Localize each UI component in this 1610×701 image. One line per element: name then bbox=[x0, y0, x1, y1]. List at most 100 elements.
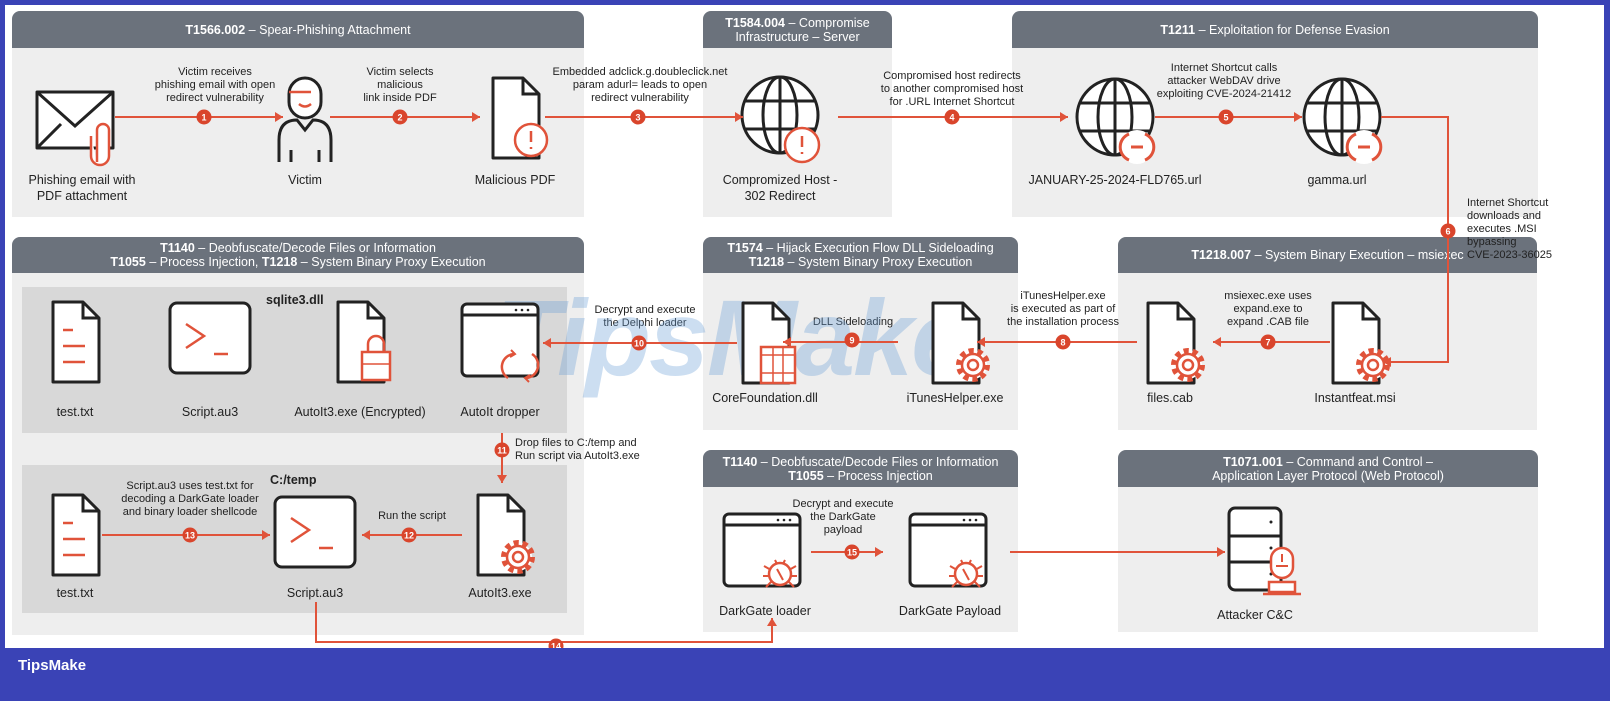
edge-label-line: DLL Sideloading bbox=[812, 316, 894, 328]
container-title: sqlite3.dll bbox=[266, 293, 324, 307]
arrowhead bbox=[275, 112, 283, 122]
arrowhead bbox=[262, 530, 270, 540]
panel-header-line: Infrastructure – Server bbox=[735, 30, 859, 44]
edge-label-line: expand .CAB file bbox=[1227, 316, 1309, 328]
node-label: JANUARY-25-2024-FLD765.url bbox=[1028, 172, 1201, 188]
panel-header-line: T1574 – Hijack Execution Flow DLL Sidelo… bbox=[727, 241, 993, 255]
panel-header-line: T1140 – Deobfuscate/Decode Files or Info… bbox=[723, 455, 999, 469]
edge-label-line: bypassing bbox=[1467, 236, 1517, 248]
window-refresh-icon bbox=[460, 302, 540, 383]
technique-name: – System Binary Execution – msiexec bbox=[1251, 248, 1464, 262]
flow-arrow bbox=[1010, 547, 1225, 557]
document-lock-icon bbox=[336, 300, 392, 384]
terminal-icon bbox=[168, 301, 252, 375]
node-label-line: Attacker C&C bbox=[1217, 608, 1293, 622]
watermark: TipsMake bbox=[495, 277, 971, 398]
edge-label-line: Internet Shortcut calls bbox=[1170, 62, 1278, 74]
node-label-line: Script.au3 bbox=[286, 586, 344, 600]
edge-label-line: executes .MSI bbox=[1467, 223, 1537, 235]
edge-label-line: to another compromised host bbox=[880, 83, 1024, 95]
edge-label-line: is executed as part of bbox=[1010, 303, 1116, 315]
edge-label-line: decoding a DarkGate loader bbox=[121, 493, 259, 505]
edge-label-line: payload bbox=[823, 524, 863, 536]
technique-name: – System Binary Proxy Execution bbox=[297, 255, 486, 269]
step-number: 15 bbox=[847, 548, 857, 558]
node-label-line: Compromized Host - bbox=[722, 173, 838, 187]
step-badge: 2 bbox=[392, 109, 408, 125]
edge-label-line: the DarkGate bbox=[810, 511, 876, 523]
node-label-line: AutoIt3.exe (Encrypted) bbox=[294, 405, 426, 419]
edge-label: Run the script bbox=[378, 510, 446, 523]
technique-id: T1218.007 bbox=[1191, 248, 1252, 262]
arrowhead bbox=[472, 112, 480, 122]
panel-header-line: T1055 – Process Injection bbox=[788, 469, 933, 483]
node-label-line: files.cab bbox=[1147, 391, 1193, 405]
node-label: Script.au3 bbox=[182, 404, 238, 420]
edge-label-line: CVE-2023-36025 bbox=[1467, 249, 1553, 261]
edge-label-line: param adurl= leads to open bbox=[572, 79, 708, 91]
document-gear-icon bbox=[1146, 301, 1205, 385]
edge-label-line: Victim selects bbox=[366, 66, 434, 78]
technique-name: – Deobfuscate/Decode Files or Informatio… bbox=[757, 454, 999, 469]
edge-label-line: iTunesHelper.exe bbox=[1020, 290, 1106, 302]
edge-label-line: Run the script bbox=[378, 510, 446, 522]
arrowhead bbox=[362, 530, 370, 540]
node-label: Script.au3 bbox=[287, 585, 343, 601]
edge-label-line: Embedded adclick.g.doubleclick.net bbox=[552, 66, 728, 78]
arrowhead bbox=[977, 337, 985, 347]
step-badge: 12 bbox=[401, 527, 417, 543]
node-label-line: Malicious PDF bbox=[474, 173, 556, 187]
text-file-icon bbox=[51, 493, 101, 577]
document-dll-icon bbox=[741, 301, 797, 385]
node-label-line: PDF attachment bbox=[36, 189, 128, 203]
node-label: Instantfeat.msi bbox=[1314, 390, 1395, 406]
node-label-line: test.txt bbox=[56, 405, 94, 419]
node-label: gamma.url bbox=[1307, 172, 1366, 188]
node-label: AutoIt3.exe bbox=[468, 585, 531, 601]
panel-header-line: T1584.004 – Compromise bbox=[725, 16, 870, 30]
edge-label-line: downloads and bbox=[1467, 210, 1542, 222]
technique-name: – System Binary Proxy Execution bbox=[784, 255, 973, 269]
step-badge: 4 bbox=[944, 109, 960, 125]
technique-id: T1584.004 bbox=[725, 15, 786, 30]
technique-name: – Deobfuscate/Decode Files or Informatio… bbox=[194, 241, 436, 255]
edge-label-line: Script.au3 uses test.txt for bbox=[126, 480, 254, 492]
step-badge: 15 bbox=[844, 544, 860, 560]
node-label-line: Victim bbox=[288, 173, 322, 187]
edge-label-line: redirect vulnerability bbox=[591, 92, 689, 104]
arrowhead bbox=[1217, 547, 1225, 557]
panel-header-line: T1218 – System Binary Proxy Execution bbox=[749, 255, 973, 269]
document-alert-icon bbox=[491, 76, 549, 160]
technique-id: T1055 bbox=[788, 468, 824, 483]
panel-header-line: T1140 – Deobfuscate/Decode Files or Info… bbox=[160, 241, 436, 255]
edge-label-line: Victim receives bbox=[178, 66, 252, 78]
step-badge: 11 bbox=[494, 442, 510, 458]
node-label: DarkGate loader bbox=[719, 603, 811, 619]
edge-label-line: the installation process bbox=[1007, 316, 1119, 328]
node-label-line: Script.au3 bbox=[181, 405, 239, 419]
technique-id: T1574 bbox=[727, 241, 763, 255]
node-label: test.txt bbox=[57, 404, 94, 420]
node-label: Malicious PDF bbox=[475, 172, 556, 188]
panel-header: T1211 – Exploitation for Defense Evasion bbox=[1012, 11, 1538, 48]
node-label: AutoIt3.exe (Encrypted) bbox=[294, 404, 425, 420]
envelope-paperclip-icon bbox=[35, 90, 115, 167]
arrowhead bbox=[1213, 337, 1221, 347]
step-number: 14 bbox=[551, 642, 561, 649]
flow-arrow bbox=[497, 433, 507, 483]
node-label: CoreFoundation.dll bbox=[712, 390, 818, 406]
step-number: 12 bbox=[404, 531, 414, 541]
server-attacker-icon bbox=[1227, 506, 1301, 596]
technique-id: T1055 bbox=[110, 255, 146, 269]
technique-name: – Spear-Phishing Attachment bbox=[245, 22, 411, 37]
step-number: 13 bbox=[185, 531, 195, 541]
